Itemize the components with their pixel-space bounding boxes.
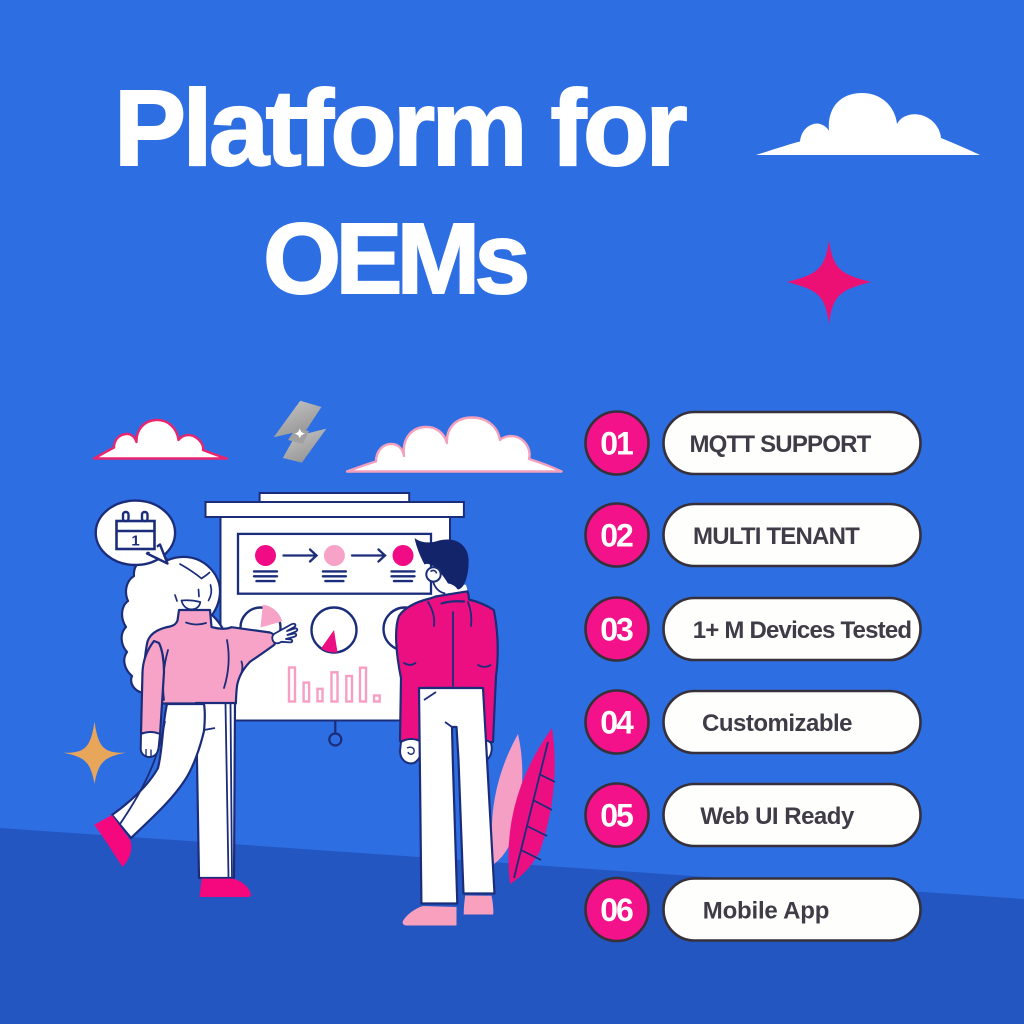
- svg-text:02: 02: [600, 518, 633, 554]
- svg-text:06: 06: [600, 892, 633, 928]
- svg-text:1: 1: [131, 533, 139, 550]
- svg-text:01: 01: [600, 426, 633, 462]
- svg-text:MULTI TENANT: MULTI TENANT: [693, 523, 860, 550]
- svg-text:Platform for: Platform for: [114, 67, 687, 188]
- svg-text:1+ M Devices Tested: 1+ M Devices Tested: [693, 617, 912, 644]
- svg-text:05: 05: [600, 798, 633, 834]
- svg-text:Mobile App: Mobile App: [703, 898, 829, 925]
- svg-text:03: 03: [600, 612, 633, 648]
- svg-text:Customizable: Customizable: [702, 710, 852, 737]
- svg-text:OEMs: OEMs: [263, 203, 526, 315]
- svg-text:04: 04: [600, 705, 634, 741]
- svg-text:Web UI Ready: Web UI Ready: [700, 803, 855, 830]
- svg-text:MQTT SUPPORT: MQTT SUPPORT: [689, 431, 871, 458]
